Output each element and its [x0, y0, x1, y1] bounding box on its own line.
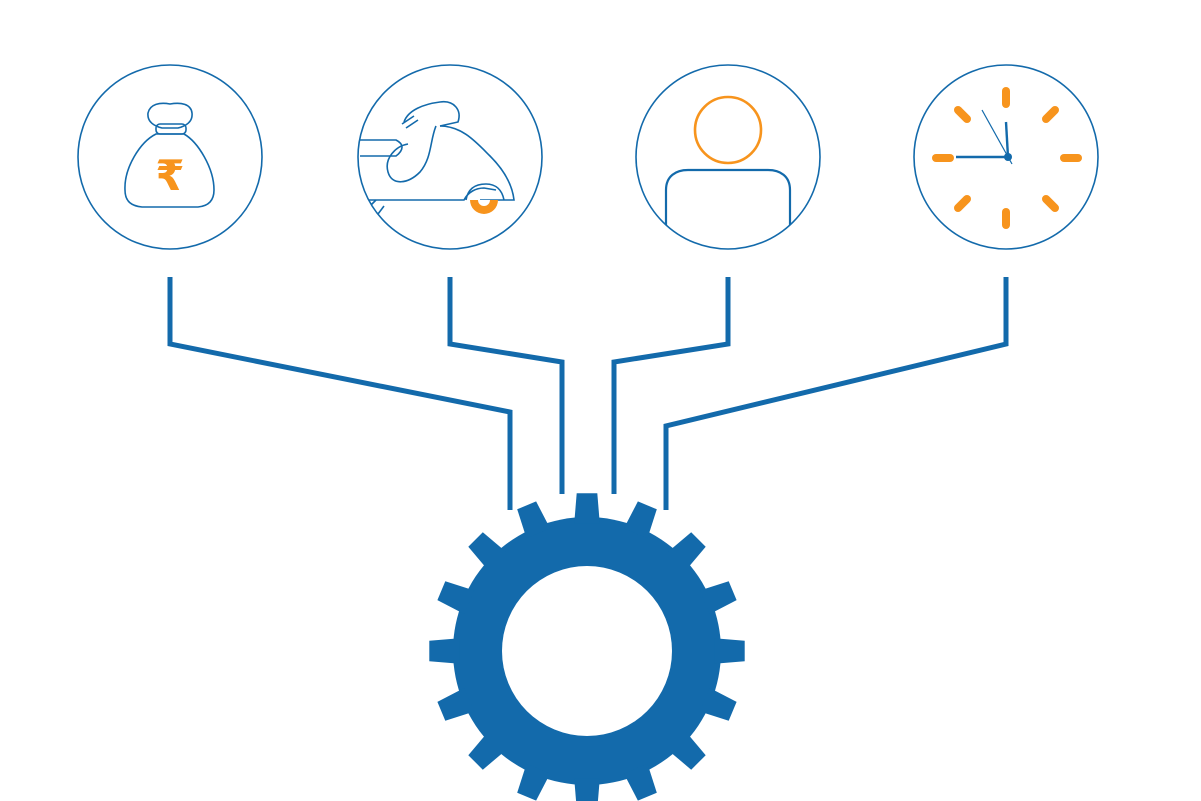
gear-tooth — [699, 581, 737, 615]
connector-clock — [663, 277, 1009, 510]
gear-tooth — [574, 493, 600, 524]
rupee-symbol: ₹ — [155, 151, 184, 200]
gear-tooth — [668, 732, 706, 770]
gear-tooth — [468, 532, 506, 570]
gear-tooth — [437, 581, 475, 615]
gear-tooth — [699, 687, 737, 721]
gear-tooth — [517, 763, 551, 801]
node-money: ₹ — [77, 64, 263, 250]
gear-tooth — [714, 638, 745, 664]
money-bag-rupee-icon: ₹ — [124, 102, 215, 208]
person-head — [693, 95, 763, 165]
gear-tooth — [623, 763, 657, 801]
node-circle — [635, 64, 821, 250]
node-scooter — [357, 64, 543, 250]
connector-scooter — [447, 277, 565, 494]
clock-icon — [932, 87, 1082, 229]
gear-tooth — [437, 687, 475, 721]
gear-icon — [429, 493, 745, 801]
gear-tooth — [429, 638, 460, 664]
node-circle — [77, 64, 263, 250]
node-clock — [913, 64, 1099, 250]
scooter-icon — [360, 100, 515, 215]
node-circle — [357, 64, 543, 250]
gear-tooth — [574, 778, 600, 801]
connector-money — [167, 277, 513, 510]
person-icon — [664, 95, 792, 249]
person-body — [664, 168, 792, 249]
clock-center — [1004, 153, 1012, 161]
gear-tooth — [468, 732, 506, 770]
clock-tick-marks — [932, 87, 1082, 229]
gear-tooth — [517, 501, 551, 539]
clock-minute-hand — [1004, 121, 1010, 158]
connector-person — [611, 277, 731, 494]
connectors — [167, 277, 1009, 510]
node-circle — [913, 64, 1099, 250]
gear-tooth — [623, 501, 657, 539]
node-person — [635, 64, 821, 250]
gear-tooth — [668, 532, 706, 570]
